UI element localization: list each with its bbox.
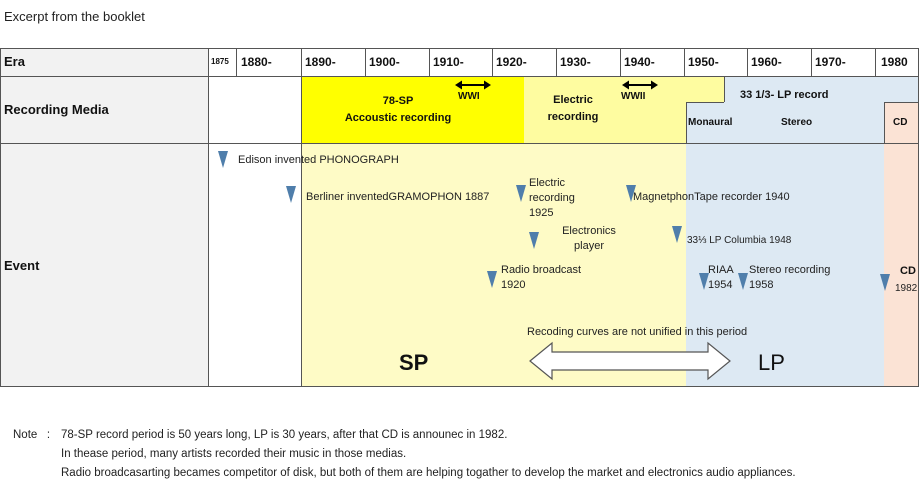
cd-media-zone — [884, 102, 919, 143]
double-arrow-icon — [529, 341, 731, 381]
event-magnetphon: MagnetphonTape recorder 1940 — [633, 191, 790, 203]
lp-period-zone — [686, 143, 884, 386]
event-marker-icon — [529, 232, 539, 249]
grid-line — [884, 102, 885, 143]
note-line: 78-SP record period is 50 years long, LP… — [61, 429, 508, 441]
cd-period-zone — [884, 143, 919, 386]
grid-line — [208, 48, 209, 387]
grid-line — [0, 143, 919, 144]
grid-line — [747, 48, 748, 76]
wwii-label: WWII — [621, 91, 646, 102]
grid-line — [429, 48, 430, 76]
note-line: Radio broadcasarting becames competitor … — [61, 467, 796, 479]
grid-line — [811, 48, 812, 76]
grid-line — [686, 102, 687, 143]
sp78-media-label: 78-SP Accoustic recording — [344, 95, 452, 124]
grid-line — [620, 48, 621, 76]
wwii-arrow-icon — [622, 80, 658, 90]
era-label: 1930- — [560, 55, 591, 69]
label-column-bg — [0, 48, 208, 386]
row-label-media: Recording Media — [4, 102, 109, 117]
wwi-label: WWI — [458, 91, 480, 102]
event-marker-icon — [487, 271, 497, 288]
grid-line — [365, 48, 366, 76]
note-prefix: Note : — [13, 429, 51, 441]
lp-period-label: LP — [758, 350, 785, 375]
row-label-era: Era — [4, 54, 25, 69]
event-marker-icon — [672, 226, 682, 243]
grid-line — [0, 48, 919, 49]
monaural-label: Monaural — [688, 117, 733, 128]
grid-line — [556, 48, 557, 76]
curves-note: Recoding curves are not unified in this … — [527, 326, 748, 338]
era-label: 1950- — [688, 55, 719, 69]
era-label: 1980 — [881, 55, 908, 69]
wwi-arrow-icon — [455, 80, 491, 90]
grid-line — [684, 48, 685, 76]
era-label: 1920- — [496, 55, 527, 69]
event-electric-recording: Electric recording 1925 — [529, 177, 575, 219]
event-edison: Edison invented PHONOGRAPH — [238, 154, 399, 166]
grid-line — [0, 48, 1, 387]
era-label: 1960- — [751, 55, 782, 69]
note-line: In thease period, many artists recorded … — [61, 448, 407, 460]
era-label: 1970- — [815, 55, 846, 69]
event-cd-year: 1982 — [895, 283, 918, 294]
cd-media-zone-top — [884, 76, 919, 102]
lp-media-label: 33 1/3- LP record — [740, 89, 829, 101]
grid-line — [301, 48, 302, 387]
era-label: 1940- — [624, 55, 655, 69]
sp-period-label: SP — [399, 350, 429, 375]
stereo-label: Stereo — [781, 117, 813, 128]
era-label: 1880- — [241, 55, 272, 69]
era-label: 1890- — [305, 55, 336, 69]
event-riaa: RIAA 1954 — [708, 264, 734, 291]
grid-line — [492, 48, 493, 76]
event-stereo-recording: Stereo recording 1958 — [749, 264, 831, 291]
sp-period-zone — [301, 143, 686, 386]
grid-line — [724, 76, 725, 102]
grid-line — [918, 48, 919, 387]
era-label: 1900- — [369, 55, 400, 69]
era-label: 1910- — [433, 55, 464, 69]
event-marker-icon — [738, 273, 748, 290]
lp-media-zone-lower — [686, 102, 884, 143]
cd-media-label: CD — [893, 117, 908, 128]
electric-media-label: Electric recording — [547, 94, 599, 123]
grid-line — [884, 102, 919, 103]
grid-line — [0, 386, 919, 387]
era-label: 1875 — [211, 57, 229, 66]
grid-line — [236, 48, 237, 76]
event-berliner: Berliner inventedGRAMOPHON 1887 — [306, 191, 490, 203]
event-cd: CD — [900, 265, 916, 277]
row-label-event: Event — [4, 258, 40, 273]
lp-media-zone-upper — [724, 76, 884, 102]
event-marker-icon — [880, 274, 890, 291]
event-electronics-player: Electronics player — [562, 225, 616, 252]
event-marker-icon — [699, 273, 709, 290]
grid-line — [875, 48, 876, 76]
event-lp-columbia: 33⅓ LP Columbia 1948 — [687, 235, 792, 246]
grid-line — [686, 102, 724, 103]
event-marker-icon — [218, 151, 228, 168]
event-marker-icon — [516, 185, 526, 202]
caption: Excerpt from the booklet — [4, 9, 145, 24]
event-marker-icon — [626, 185, 636, 202]
grid-line — [0, 76, 919, 77]
event-radio: Radio broadcast 1920 — [501, 264, 582, 291]
event-marker-icon — [286, 186, 296, 203]
